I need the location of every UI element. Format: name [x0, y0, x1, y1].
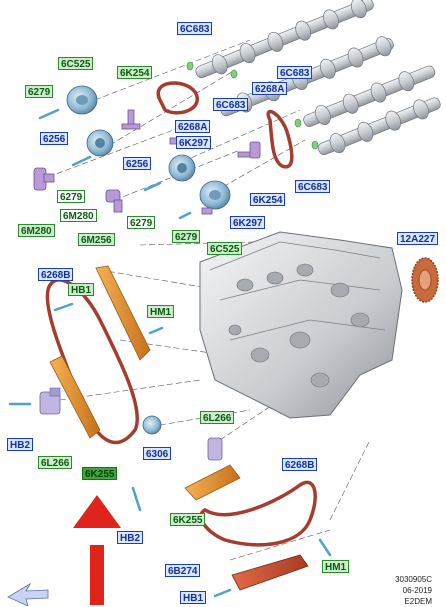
red-arrow-icon	[73, 495, 121, 605]
label-6b274: 6B274	[165, 564, 201, 577]
cam-phaser-bottom	[199, 180, 231, 210]
figure-ref: E2DEM	[404, 597, 432, 606]
label-6k255-highlighted: 6K255	[82, 467, 118, 480]
label-6c683: 6C683	[177, 22, 213, 35]
label-6c525: 6C525	[58, 57, 94, 70]
timing-chain-bottom	[199, 480, 317, 547]
label-6279: 6279	[127, 216, 156, 229]
label-hb2: HB2	[117, 531, 144, 544]
secondary-chain-left	[156, 81, 199, 115]
label-6c683: 6C683	[295, 180, 331, 193]
label-6279: 6279	[172, 230, 201, 243]
vct-bracket-6k254-right	[237, 141, 261, 159]
bolts-6279	[38, 108, 192, 220]
label-hb2: HB2	[7, 438, 34, 451]
label-6256: 6256	[123, 157, 152, 170]
chain-guide-6b274	[231, 554, 309, 591]
label-6l266: 6L266	[200, 411, 235, 424]
label-6279: 6279	[57, 190, 86, 203]
crank-sprocket-6306	[142, 415, 162, 435]
label-6279: 6279	[25, 85, 54, 98]
vct-solenoid-left	[33, 167, 55, 191]
label-6268a: 6268A	[175, 120, 211, 133]
camshaft-upper-left	[195, 0, 374, 79]
vct-bracket-6k254	[121, 109, 141, 130]
label-hb1: HB1	[68, 283, 95, 296]
label-6m256: 6M256	[78, 233, 115, 246]
label-hm1: HM1	[147, 305, 175, 318]
label-6k254: 6K254	[250, 193, 286, 206]
label-6l266: 6L266	[38, 456, 73, 469]
label-6k254: 6K254	[117, 66, 153, 79]
camshaft-lower-left	[303, 65, 436, 127]
view-direction-arrow-icon	[7, 582, 49, 606]
timing-sprocket-12a227	[411, 257, 439, 303]
bolts-hb-hm	[8, 302, 332, 598]
label-6c525: 6C525	[207, 242, 243, 255]
label-6306: 6306	[143, 447, 172, 460]
label-6m280: 6M280	[18, 224, 55, 237]
chain-guide-6m256	[95, 265, 151, 361]
label-6268b: 6268B	[38, 268, 74, 281]
label-12a227: 12A227	[397, 232, 439, 245]
tensioner-6l266-left	[39, 387, 61, 415]
label-hb1: HB1	[180, 591, 207, 604]
chain-guide-6k255-bottom	[184, 464, 241, 501]
secondary-chain-right	[266, 109, 294, 169]
label-6268a: 6268A	[252, 82, 288, 95]
label-hm1: HM1	[322, 560, 350, 573]
label-6c683: 6C683	[277, 66, 313, 79]
figure-code: 3030905C	[395, 575, 432, 584]
label-6k297: 6K297	[230, 216, 266, 229]
label-6m280: 6M280	[60, 209, 97, 222]
timing-chain-left	[45, 278, 140, 445]
figure-date: 06-2019	[402, 586, 432, 595]
label-6k297: 6K297	[176, 136, 212, 149]
vct-solenoid-mid	[105, 189, 123, 213]
label-6k255: 6K255	[170, 513, 206, 526]
label-6268b: 6268B	[282, 458, 318, 471]
label-6c683: 6C683	[213, 98, 249, 111]
tensioner-6l266-mid	[207, 437, 223, 461]
label-6256: 6256	[40, 132, 69, 145]
cam-sprocket-mid	[168, 154, 196, 182]
camshaft-lower-right	[317, 97, 441, 156]
chain-guide-6k255-left	[49, 355, 101, 439]
cam-sprocket-left	[86, 129, 114, 157]
camshaft-seal-rings	[186, 61, 319, 150]
engine-block	[199, 231, 403, 419]
cam-phaser-top	[66, 85, 98, 115]
